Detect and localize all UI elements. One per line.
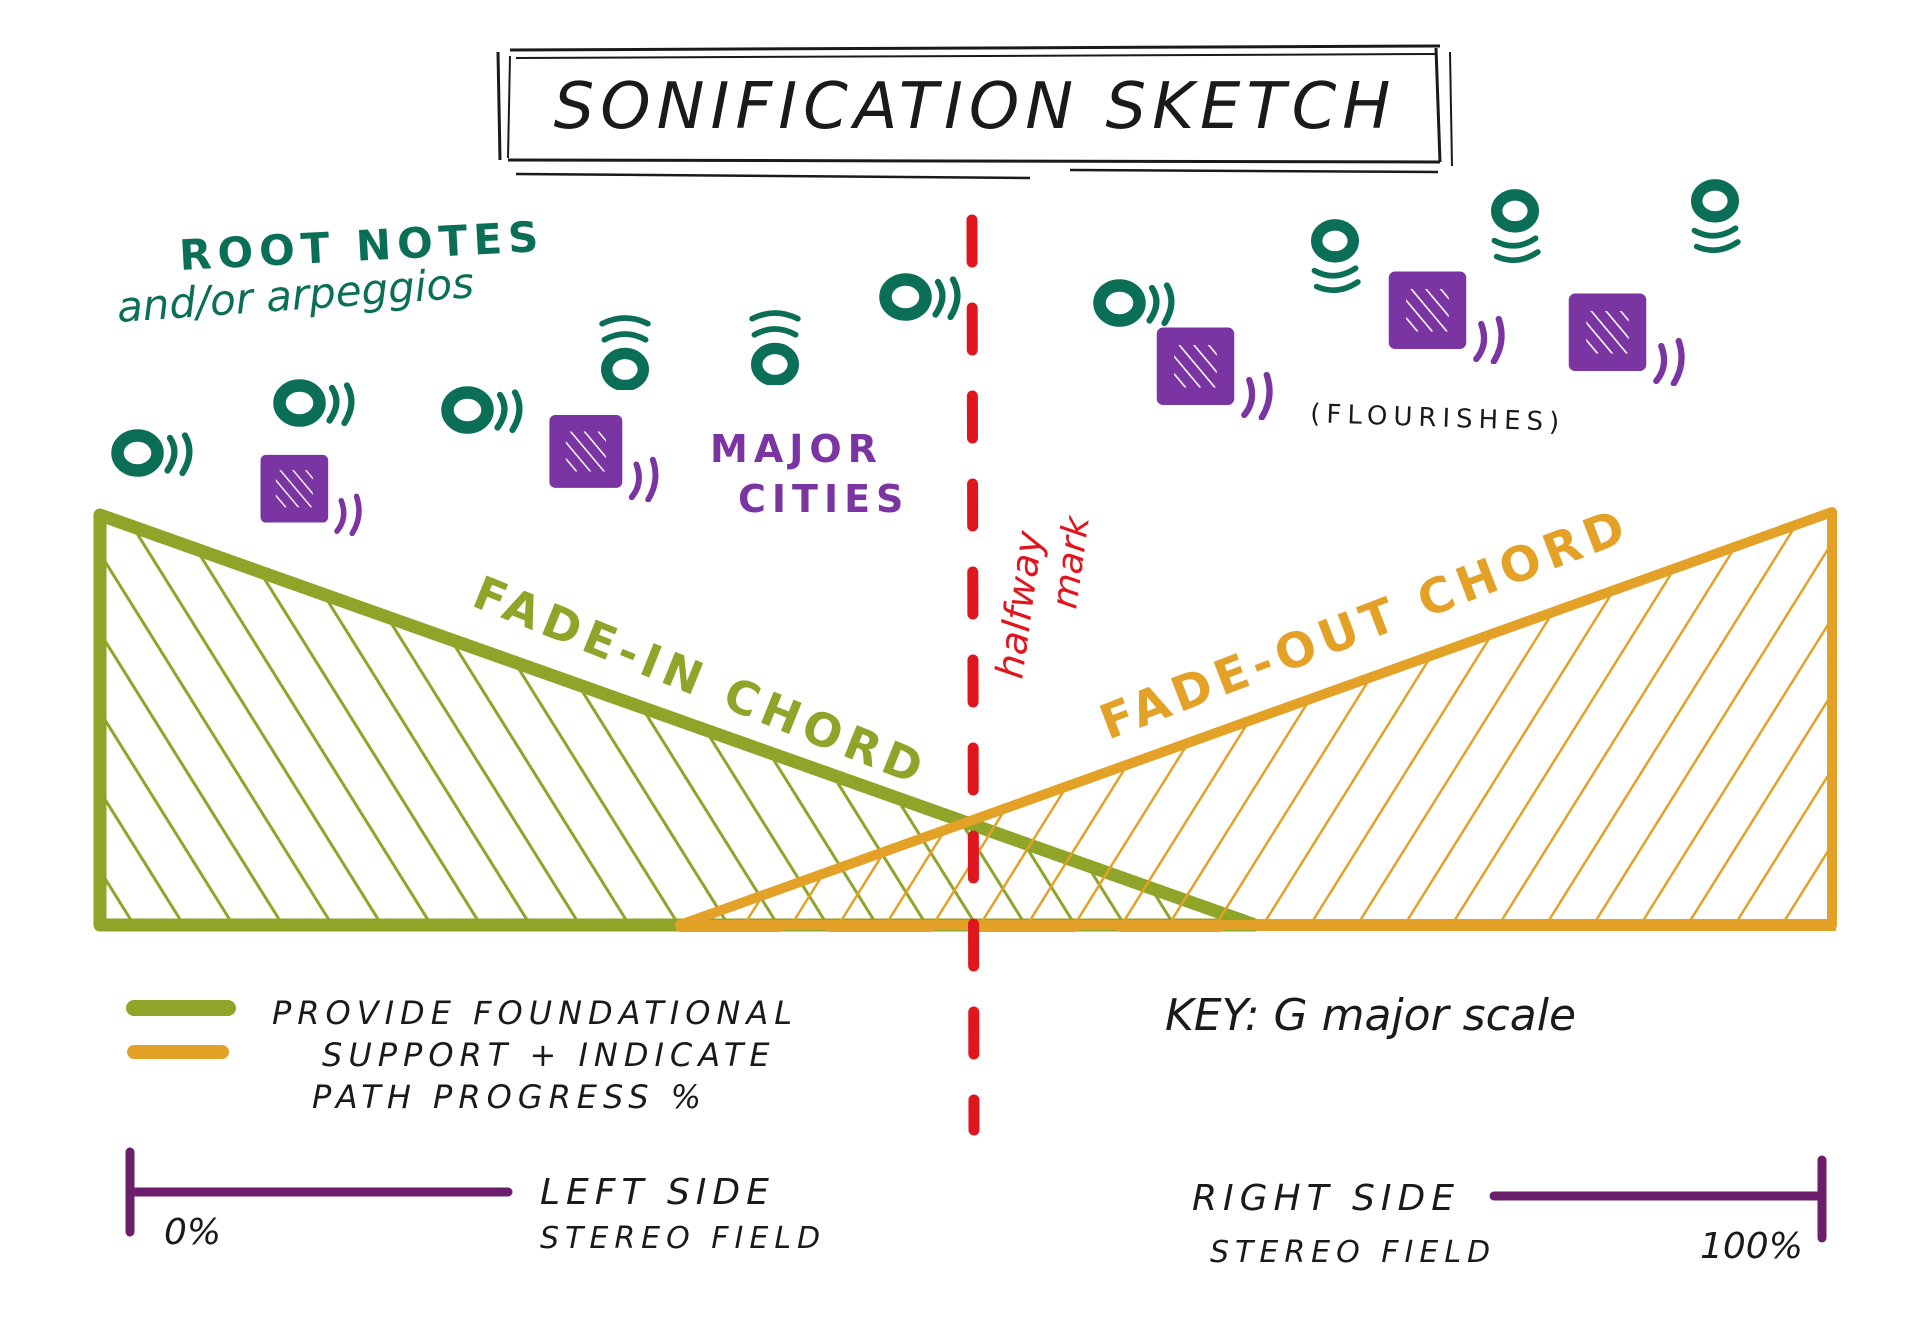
key-label: KEY: G major scale bbox=[1165, 990, 1576, 1041]
major-cities-label-line2: CITIES bbox=[738, 477, 909, 521]
sound-note-icon bbox=[1314, 225, 1357, 290]
left-percent: 0% bbox=[164, 1212, 221, 1253]
sound-note-icon bbox=[448, 393, 520, 431]
mark-label: mark bbox=[1044, 512, 1098, 612]
legend-line3: PATH PROGRESS % bbox=[312, 1078, 707, 1116]
city-square-icon bbox=[261, 455, 359, 534]
left-stereo-sub: STEREO FIELD bbox=[540, 1221, 826, 1256]
sound-note-icon bbox=[1494, 195, 1537, 260]
right-stereo-field: RIGHT SIDE STEREO FIELD 100% bbox=[1192, 1155, 1827, 1270]
right-percent: 100% bbox=[1700, 1226, 1803, 1267]
legend: PROVIDE FOUNDATIONAL SUPPORT + INDICATE … bbox=[126, 994, 798, 1116]
city-square-icon bbox=[1389, 272, 1502, 362]
sound-note-icon bbox=[118, 436, 190, 474]
sound-note-icon bbox=[886, 280, 958, 318]
city-square-icon bbox=[549, 415, 655, 500]
page-title: SONIFICATION SKETCH bbox=[554, 70, 1397, 144]
flourishes-label: (FLOURISHES) bbox=[1310, 399, 1566, 438]
left-side-label: LEFT SIDE bbox=[540, 1172, 775, 1213]
sound-note-icon bbox=[1694, 185, 1737, 250]
sound-note-icon bbox=[602, 318, 648, 385]
right-stereo-sub: STEREO FIELD bbox=[1210, 1235, 1496, 1270]
halfway-label: halfway bbox=[987, 528, 1051, 681]
title-box: SONIFICATION SKETCH bbox=[496, 44, 1453, 180]
fade-out-chord-shape bbox=[675, 507, 1837, 932]
major-cities-label-line1: MAJOR bbox=[710, 427, 883, 471]
left-stereo-field: 0% LEFT SIDE STEREO FIELD bbox=[125, 1147, 826, 1256]
right-side-label: RIGHT SIDE bbox=[1192, 1178, 1460, 1219]
halfway-mark-line bbox=[966, 214, 980, 1136]
legend-line2: SUPPORT + INDICATE bbox=[322, 1036, 776, 1074]
legend-line1: PROVIDE FOUNDATIONAL bbox=[272, 994, 798, 1032]
sound-note-icon bbox=[1100, 286, 1172, 324]
sound-note-icon bbox=[752, 313, 798, 380]
sound-note-icon bbox=[280, 386, 352, 424]
city-square-icon bbox=[1569, 294, 1682, 384]
city-square-icon bbox=[1157, 328, 1270, 418]
